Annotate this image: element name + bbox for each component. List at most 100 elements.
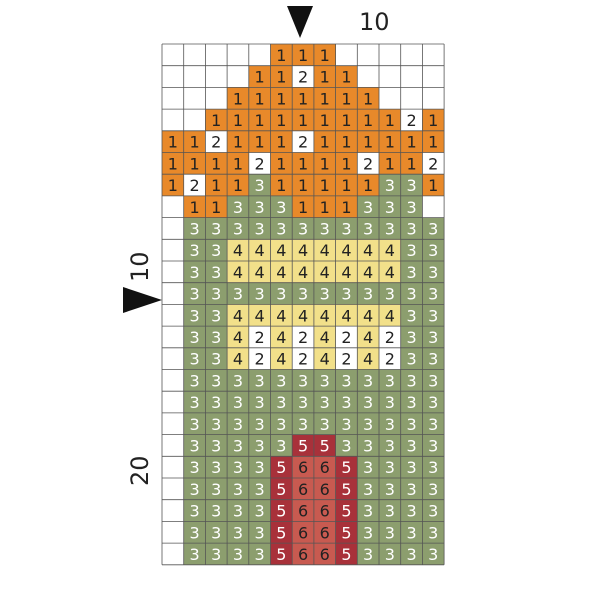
- stitch-cell: [270, 456, 293, 478]
- stitch-symbol: 3: [255, 545, 265, 564]
- stitch-symbol: 1: [276, 46, 286, 65]
- stitch-symbol: 4: [341, 241, 351, 260]
- stitch-symbol: 1: [211, 176, 221, 195]
- stitch-cell: [270, 478, 293, 500]
- stitch-cell: [400, 391, 423, 413]
- stitch-symbol: 5: [276, 545, 286, 564]
- stitch-symbol: 5: [298, 436, 308, 455]
- stitch-cell: [357, 499, 379, 522]
- stitch-symbol: 3: [189, 545, 199, 564]
- stitch-cell: [270, 347, 293, 370]
- stitch-symbol: 3: [189, 480, 199, 499]
- stitch-symbol: 1: [341, 111, 351, 130]
- stitch-symbol: 1: [233, 176, 243, 195]
- stitch-symbol: 3: [211, 371, 221, 390]
- row-number-20: 20: [126, 455, 154, 486]
- stitch-cell: [422, 109, 445, 131]
- stitch-symbol: 1: [298, 154, 308, 173]
- stitch-cell: [292, 391, 314, 413]
- stitch-cell: [357, 369, 379, 392]
- stitch-symbol: 3: [385, 176, 395, 195]
- stitch-cell: [248, 174, 271, 196]
- stitch-symbol: 3: [406, 415, 416, 434]
- stitch-cell: [227, 499, 249, 522]
- stitch-symbol: 3: [406, 480, 416, 499]
- stitch-cell: [270, 87, 293, 110]
- stitch-cell: [248, 65, 271, 88]
- stitch-cell: [248, 261, 271, 283]
- stitch-symbol: 3: [385, 219, 395, 238]
- stitch-cell: [379, 217, 401, 240]
- stitch-symbol: 6: [320, 502, 330, 521]
- stitch-cell: [335, 87, 358, 110]
- stitch-cell: [248, 239, 271, 261]
- stitch-cell: [357, 434, 379, 457]
- stitch-cell: [313, 326, 336, 348]
- stitch-symbol: 3: [406, 219, 416, 238]
- stitch-symbol: 1: [363, 176, 373, 195]
- stitch-cell: [313, 109, 336, 131]
- stitch-cell: [292, 239, 314, 261]
- stitch-symbol: 3: [211, 263, 221, 282]
- stitch-symbol: 3: [406, 523, 416, 542]
- stitch-symbol: 3: [428, 306, 438, 325]
- stitch-symbol: 1: [233, 133, 243, 152]
- stitch-cell: [227, 217, 249, 240]
- stitch-cell: [270, 282, 293, 305]
- stitch-symbol: 1: [363, 89, 373, 108]
- stitch-cell: [248, 456, 271, 478]
- stitch-cell: [292, 434, 314, 457]
- stitch-symbol: 3: [363, 198, 373, 217]
- stitch-symbol: 1: [341, 133, 351, 152]
- stitch-cell: [270, 44, 293, 66]
- stitch-cell: [183, 391, 206, 413]
- stitch-symbol: 3: [341, 436, 351, 455]
- stitch-cell: [400, 152, 423, 175]
- stitch-cell: [292, 521, 314, 544]
- stitch-symbol: 2: [298, 350, 308, 369]
- stitch-cell: [422, 499, 445, 522]
- stitch-symbol: 4: [233, 328, 243, 347]
- stitch-symbol: 1: [211, 111, 221, 130]
- stitch-symbol: 3: [189, 523, 199, 542]
- stitch-symbol: 4: [341, 263, 351, 282]
- stitch-symbol: 1: [276, 89, 286, 108]
- stitch-cell: [183, 412, 206, 435]
- stitch-symbol: 3: [385, 371, 395, 390]
- stitch-symbol: 3: [428, 350, 438, 369]
- stitch-cell: [292, 152, 314, 175]
- stitch-cell: [292, 217, 314, 240]
- stitch-cell: [379, 521, 401, 544]
- stitch-symbol: 3: [406, 502, 416, 521]
- stitch-symbol: 1: [255, 68, 265, 87]
- stitch-cell: [400, 456, 423, 478]
- stitch-symbol: 3: [189, 350, 199, 369]
- stitch-cell: [400, 261, 423, 283]
- triangle-right-icon: [123, 287, 162, 313]
- stitch-symbol: 3: [406, 306, 416, 325]
- stitch-symbol: 1: [363, 111, 373, 130]
- stitch-symbol: 3: [428, 219, 438, 238]
- stitch-cell: [357, 412, 379, 435]
- stitch-symbol: 3: [276, 219, 286, 238]
- stitch-symbol: 3: [255, 436, 265, 455]
- stitch-cell: [357, 282, 379, 305]
- stitch-symbol: 3: [211, 285, 221, 304]
- stitch-cell: [227, 282, 249, 305]
- stitch-symbol: 2: [298, 68, 308, 87]
- stitch-cell: [248, 195, 271, 218]
- stitch-cell: [183, 499, 206, 522]
- stitch-symbol: 5: [276, 458, 286, 477]
- stitch-symbol: 3: [320, 285, 330, 304]
- stitch-cell: [357, 109, 379, 131]
- stitch-cell: [313, 304, 336, 327]
- stitch-cell: [183, 217, 206, 240]
- stitch-cell: [422, 304, 445, 327]
- stitch-cell: [357, 217, 379, 240]
- stitch-cell: [379, 326, 401, 348]
- stitch-cell: [227, 109, 249, 131]
- stitch-cell: [183, 326, 206, 348]
- stitch-symbol: 3: [276, 436, 286, 455]
- stitch-symbol: 4: [320, 328, 330, 347]
- stitch-symbol: 1: [276, 68, 286, 87]
